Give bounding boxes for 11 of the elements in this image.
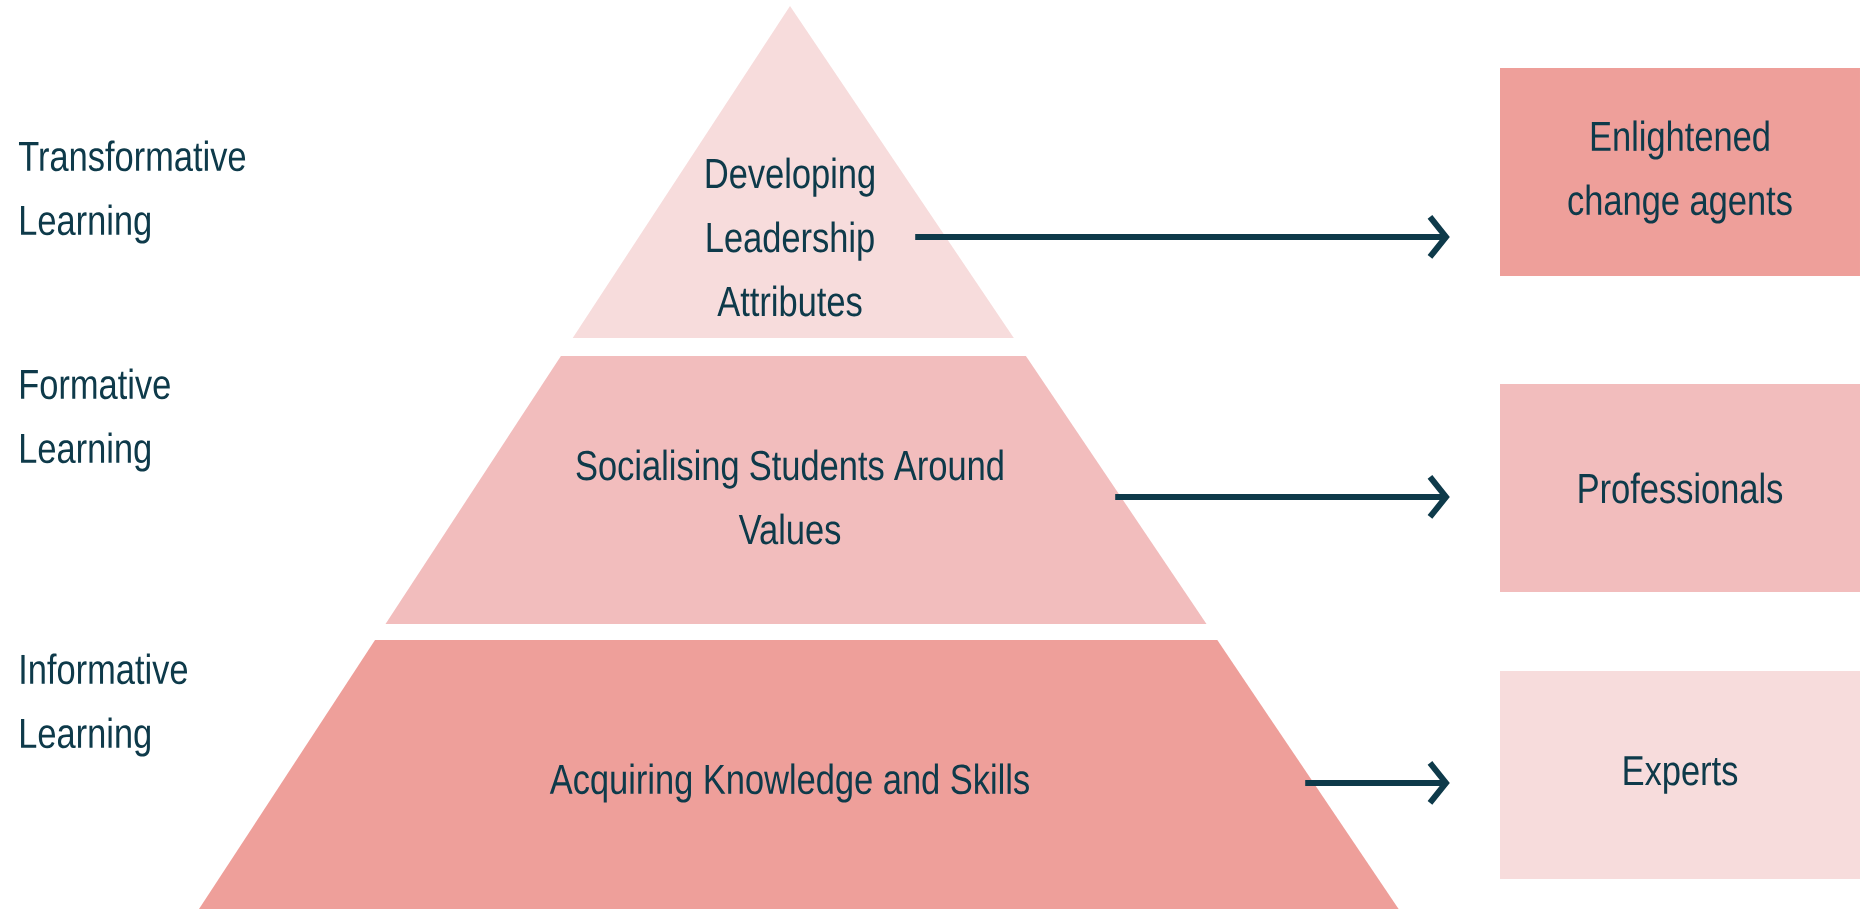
arrow (1115, 475, 1450, 519)
outcome-box: Enlightened change agents (1500, 68, 1860, 276)
level-label: Transformative Learning (19, 140, 246, 244)
arrow (915, 215, 1450, 259)
pyramid-tier: Acquiring Knowledge and Skills (199, 640, 1399, 909)
arrow (1305, 761, 1450, 805)
outcome-box: Experts (1500, 671, 1860, 879)
outcome-box: Professionals (1500, 384, 1860, 592)
level-label: Formative Learning (21, 368, 170, 472)
pyramid-tier: Socialising Students Around Values (385, 356, 1207, 624)
pyramid-tier: Developing Leadership Attributes (572, 6, 1014, 338)
